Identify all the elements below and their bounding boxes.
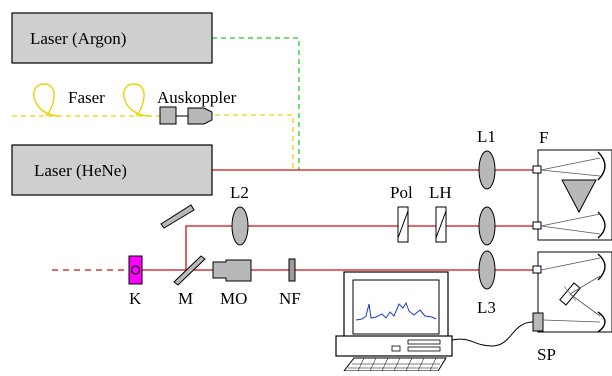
l2-label: L2: [230, 183, 249, 202]
fiber-loop-right: [123, 83, 151, 117]
lh-label: LH: [429, 183, 452, 202]
k-label: K: [129, 289, 142, 308]
pol-label: Pol: [390, 183, 413, 202]
f-label: F: [539, 128, 548, 147]
polarizer: [397, 206, 409, 243]
argon-beam: [212, 37, 300, 170]
notch-filter: [288, 258, 296, 282]
return-beam: [185, 225, 538, 270]
fiber-coupler: [159, 106, 213, 125]
spectrometer-sp: [532, 251, 612, 333]
microscope-objective: [212, 259, 252, 282]
l3-label: L3: [477, 298, 496, 317]
computer-icon: [335, 271, 453, 372]
l1-label: L1: [477, 127, 496, 146]
faser-label: Faser: [68, 88, 105, 107]
fiber-beam: [215, 114, 294, 170]
laser-hene-box: Laser (HeNe): [11, 144, 213, 196]
half-wave-plate: [435, 206, 447, 243]
laser-argon-label: Laser (Argon): [30, 29, 126, 48]
m-label: M: [178, 289, 193, 308]
data-cable: [451, 321, 534, 347]
lens-l1: [478, 150, 496, 190]
upper-mirror: [160, 204, 195, 229]
auskoppler-label: Auskoppler: [157, 88, 237, 107]
sp-label: SP: [537, 345, 556, 364]
lens-mid: [478, 206, 496, 246]
mo-label: MO: [220, 289, 247, 308]
laser-hene-label: Laser (HeNe): [34, 161, 127, 180]
lens-l3: [478, 250, 496, 290]
mirror-m: [173, 255, 206, 286]
lens-l2: [231, 206, 249, 246]
upper-spectrometer: [532, 149, 612, 241]
nf-label: NF: [279, 289, 301, 308]
laser-argon-box: Laser (Argon): [11, 12, 213, 64]
fiber-loop-left: [33, 83, 61, 117]
spectrum-trace: [355, 301, 437, 321]
cuvette: [128, 255, 143, 285]
